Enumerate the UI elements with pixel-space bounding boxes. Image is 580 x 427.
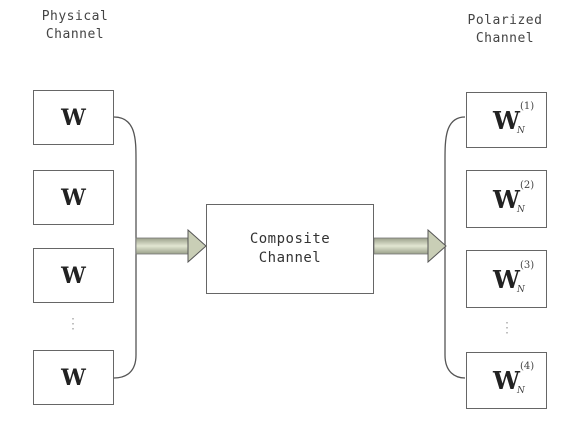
physical-channel-label: W: [61, 364, 86, 391]
physical-channel-label: W: [61, 184, 86, 211]
left-arrow: [135, 228, 207, 264]
physical-channel-label: W: [61, 104, 86, 131]
physical-channel-box-1: W: [33, 90, 114, 145]
physical-channel-box-4: W: [33, 350, 114, 405]
polarized-channel-symbol: W(2)N: [493, 179, 535, 215]
polarized-channel-symbol: W(3)N: [493, 259, 535, 295]
polarized-channel-symbol: W(1)N: [493, 100, 535, 136]
polarized-channel-heading: Polarized Channel: [467, 13, 543, 46]
right-arrow: [373, 228, 447, 264]
physical-channel-label: W: [61, 262, 86, 289]
physical-channel-box-2: W: [33, 170, 114, 225]
right-brace: [444, 116, 466, 379]
left-brace: [113, 116, 137, 379]
polarized-channel-box-3: W(3)N: [466, 250, 547, 308]
left-ellipsis: ⋮: [66, 316, 80, 332]
polarized-channel-box-4: W(4)N: [466, 352, 547, 409]
composite-channel-box: Composite Channel: [206, 204, 374, 294]
polarized-channel-box-2: W(2)N: [466, 170, 547, 228]
polarized-channel-box-1: W(1)N: [466, 92, 547, 148]
composite-channel-label: Composite Channel: [249, 231, 331, 266]
polarized-channel-symbol: W(4)N: [493, 361, 535, 396]
physical-channel-heading: Physical Channel: [41, 9, 109, 42]
right-ellipsis: ⋮: [500, 320, 514, 336]
physical-channel-box-3: W: [33, 248, 114, 303]
